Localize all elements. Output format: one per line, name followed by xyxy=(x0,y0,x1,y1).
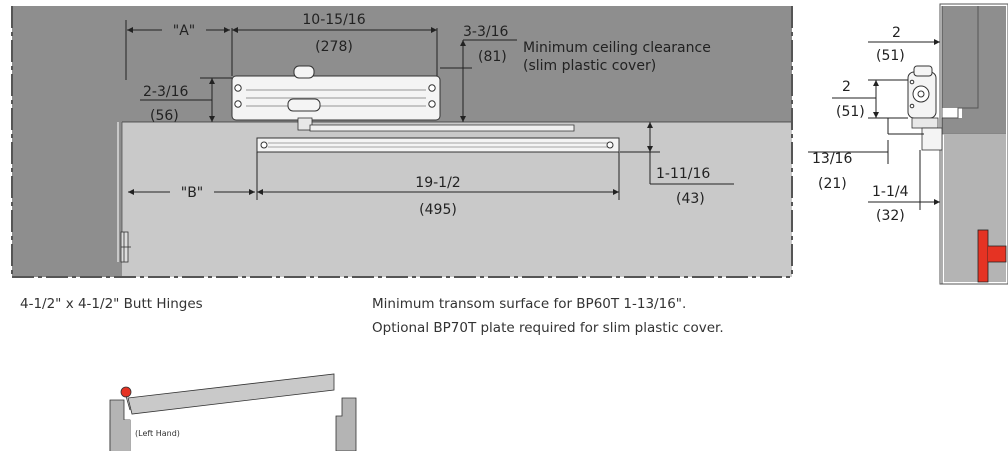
arm-length-mm: (495) xyxy=(419,202,457,218)
butt-hinge xyxy=(120,231,131,263)
gap-in: 13/16 xyxy=(812,151,852,167)
dim-b-label: "B" xyxy=(181,185,203,201)
arm-length-in: 19-1/2 xyxy=(415,175,460,191)
screw-icon xyxy=(428,100,436,108)
top-offset-in: 2 xyxy=(892,25,901,41)
screw-icon xyxy=(606,141,614,149)
screw-icon xyxy=(260,141,268,149)
clearance-note-1: Minimum ceiling clearance xyxy=(523,40,711,56)
dim-a-label: "A" xyxy=(173,23,195,39)
clearance-note-2: (slim plastic cover) xyxy=(523,58,656,74)
screw-icon xyxy=(234,84,242,92)
body-length-mm: (278) xyxy=(315,39,353,55)
closer-arm xyxy=(256,124,620,153)
gap-mm: (21) xyxy=(818,176,847,192)
hinge-pivot-marker xyxy=(120,386,132,398)
transom-caption-line-1: Minimum transom surface for BP60T 1-13/1… xyxy=(372,296,686,312)
front-view: "A" 10-15/16 (278) 3-3/16 (81) Minimum c… xyxy=(11,6,793,278)
frame-jamb xyxy=(12,122,122,277)
door-leaf-open xyxy=(127,373,335,415)
arm-height-mm: (43) xyxy=(676,191,705,207)
top-offset-mm: (51) xyxy=(876,48,905,64)
closer-side-profile xyxy=(907,65,943,151)
clearance-mm: (81) xyxy=(478,49,507,65)
face-offset-mm: (32) xyxy=(876,208,905,224)
clearance-in: 3-3/16 xyxy=(463,24,508,40)
arm-height-in: 1-11/16 xyxy=(656,166,710,182)
plan-view: (Left Hand) xyxy=(109,373,357,451)
side-view: 2 (51) 2 (51) 13/16 (21) 1-1/4 (32) xyxy=(808,3,1008,285)
hinges-caption: 4-1/2" x 4-1/2" Butt Hinges xyxy=(20,296,203,312)
closer-body xyxy=(231,65,441,131)
red-strike-marker xyxy=(977,229,989,283)
hand-label: (Left Hand) xyxy=(135,429,180,438)
body-length-in: 10-15/16 xyxy=(302,12,365,28)
body-depth-mm: (51) xyxy=(836,104,865,120)
screw-icon xyxy=(234,100,242,108)
transom-caption-line-2: Optional BP70T plate required for slim p… xyxy=(372,320,724,336)
body-depth-in: 2 xyxy=(842,79,851,95)
body-height-in: 2-3/16 xyxy=(143,84,188,100)
face-offset-in: 1-1/4 xyxy=(872,184,909,200)
right-jamb-profile xyxy=(335,397,357,451)
body-height-mm: (56) xyxy=(150,108,179,124)
screw-icon xyxy=(428,84,436,92)
